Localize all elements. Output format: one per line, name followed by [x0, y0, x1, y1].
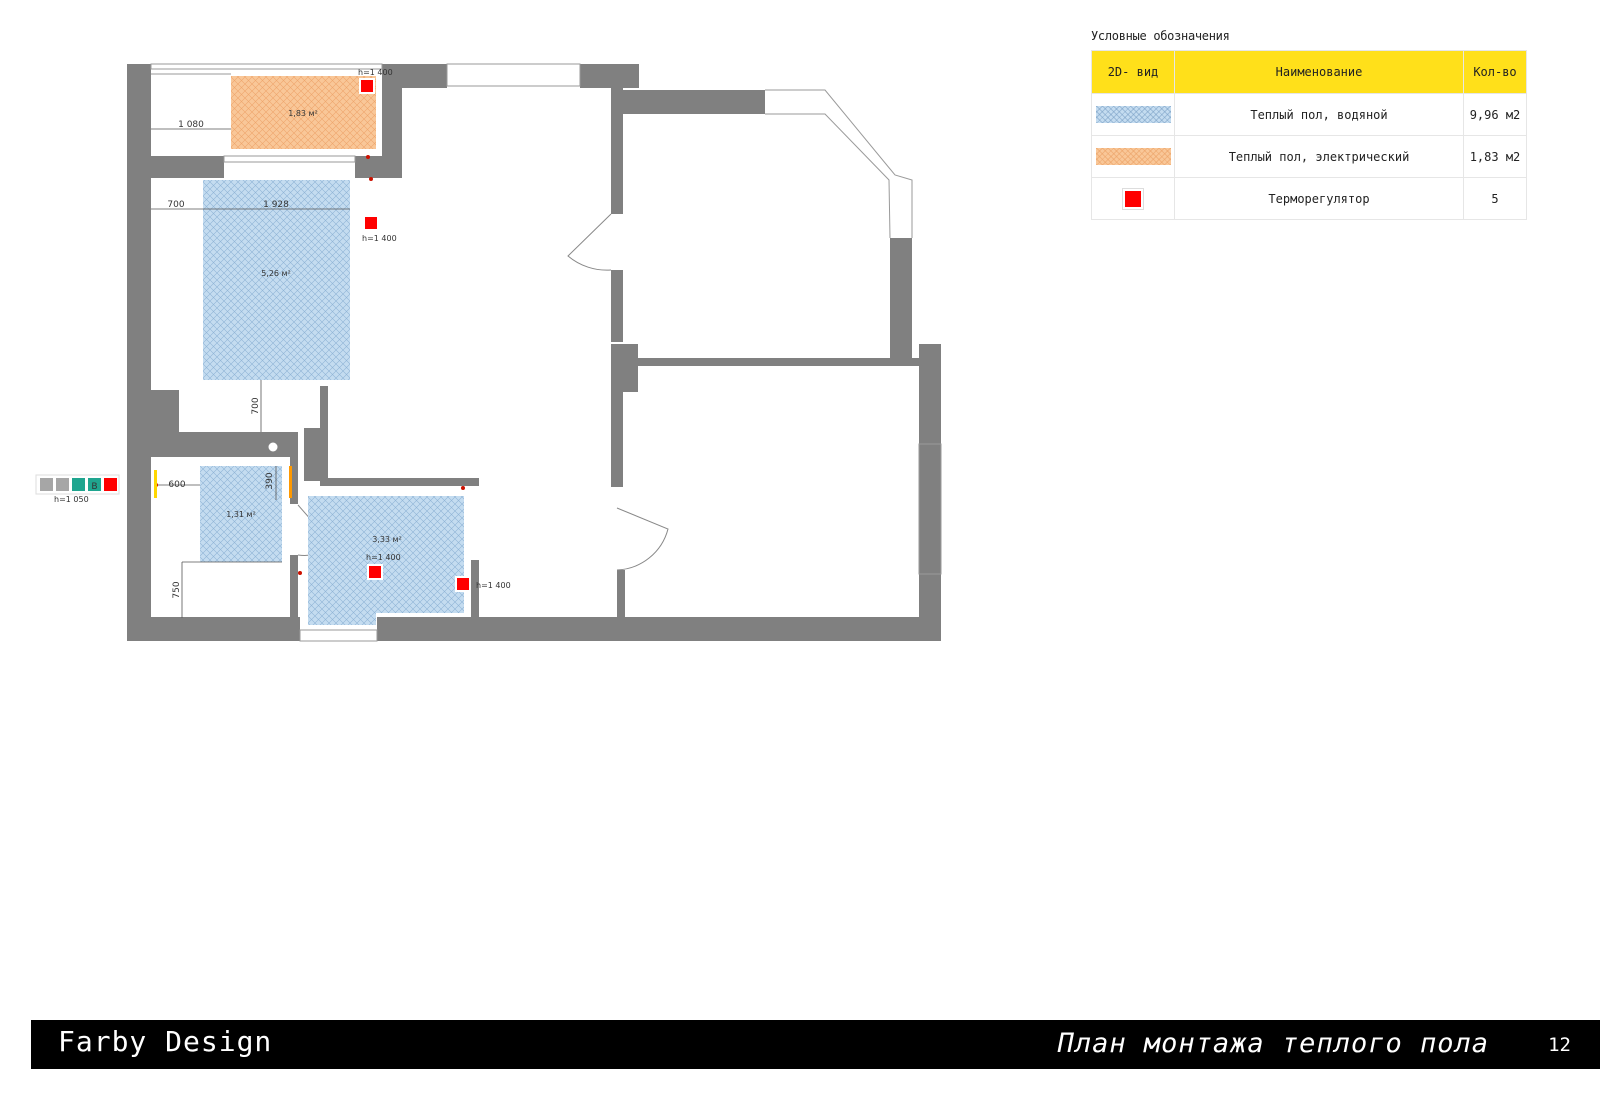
height-label-3: h=1 400 [366, 553, 401, 562]
thermostat-icon [455, 576, 471, 592]
dim-1928: 1 928 [263, 200, 289, 210]
area-label-electric: 1,83 м² [288, 109, 318, 118]
dim-390: 390 [265, 472, 275, 489]
wall-right-upper [890, 238, 912, 363]
electric-floor-zone [231, 76, 376, 149]
legend-swatch-cell [1091, 177, 1175, 220]
legend-name: Терморегулятор [1174, 177, 1464, 220]
dim-1080: 1 080 [178, 120, 204, 130]
wall-shaft [320, 386, 328, 481]
water-floor-zone-small [200, 466, 282, 562]
wall-top-right [580, 64, 639, 88]
dimension-lines [151, 128, 350, 618]
legend-table: 2D- вид Наименование Кол-во Теплый пол, … [1091, 50, 1527, 220]
legend-row: Теплый пол, водяной 9,96 м2 [1091, 93, 1527, 136]
riser-icon [268, 442, 278, 452]
legend-qty: 9,96 м2 [1463, 93, 1527, 136]
socket-letter: B [91, 482, 97, 492]
legend-name: Теплый пол, электрический [1174, 135, 1464, 178]
legend-qty: 1,83 м2 [1463, 135, 1527, 178]
dim-750: 750 [172, 581, 182, 598]
area-label-bath: 3,33 м² [372, 535, 402, 544]
wall-partition-mid [611, 270, 623, 342]
water-floor-zone-bath [308, 496, 464, 625]
dim-700-vertical: 700 [251, 397, 261, 414]
wall-bath-divider [382, 64, 402, 178]
dim-700-top: 700 [167, 200, 184, 210]
wall-bottom-right [377, 617, 940, 641]
water-floor-zone-large [203, 180, 350, 380]
walls [127, 64, 941, 641]
height-label-1: h=1 400 [358, 68, 393, 77]
dim-600: 600 [168, 480, 185, 490]
wall-left [127, 64, 151, 641]
footer-bar: Farby Design План монтажа теплого пола 1… [31, 1020, 1600, 1069]
wall-rooms-divider [636, 358, 919, 366]
thermostats [359, 78, 471, 592]
wall-wc-right-lower [290, 555, 298, 619]
wall-partition-lower [611, 392, 623, 487]
height-label-4: h=1 400 [476, 581, 511, 590]
electric-floor-swatch [1095, 148, 1171, 165]
floor-plan: 1,83 м² 5,26 м² 1,31 м² 3,33 м² 1 080 70… [35, 63, 942, 642]
water-floor-swatch [1095, 106, 1171, 123]
legend-swatch-cell [1091, 93, 1175, 136]
wall-bottom-left [127, 617, 300, 641]
wall-shaft-2 [304, 428, 320, 481]
legend-swatch-cell [1091, 135, 1175, 178]
legend-row: Теплый пол, электрический 1,83 м2 [1091, 135, 1527, 178]
socket-icon [72, 478, 85, 491]
wall-wc-right [290, 432, 298, 504]
thermostat-icon [363, 215, 379, 231]
wall-partition-junction [611, 344, 638, 392]
windows [150, 63, 942, 642]
wall-right [919, 344, 941, 641]
legend-header-row: 2D- вид Наименование Кол-во [1091, 50, 1527, 94]
thermostat-swatch [1125, 190, 1141, 207]
height-label-2: h=1 400 [362, 234, 397, 243]
electric-mark [289, 466, 292, 498]
height-label-panel: h=1 050 [54, 495, 89, 504]
thermostat-icon [359, 78, 375, 94]
sheet-number: 12 [1548, 1034, 1571, 1056]
electric-mark [154, 470, 157, 498]
sheet-title: План монтажа теплого пола [1057, 1028, 1489, 1059]
legend-row: Терморегулятор 5 [1091, 177, 1527, 220]
thermostat-icon [104, 478, 117, 491]
wall-partition-top [611, 84, 623, 214]
wall-pillar [127, 390, 179, 432]
legend-name: Теплый пол, водяной [1174, 93, 1464, 136]
area-label-large: 5,26 м² [261, 269, 291, 278]
wall-corridor-top [151, 156, 224, 178]
legend-header-view: 2D- вид [1091, 50, 1175, 94]
switch-panel: B [35, 474, 120, 495]
wall-top-room [622, 90, 765, 114]
thermostat-icon [367, 564, 383, 580]
switch-icon [40, 478, 53, 491]
wall-bath-top [320, 478, 479, 486]
legend-header-qty: Кол-во [1463, 50, 1527, 94]
legend-title: Условные обозначения [1091, 29, 1230, 43]
legend-qty: 5 [1463, 177, 1527, 220]
wall-corridor-top-right [355, 156, 402, 178]
switch-icon [56, 478, 69, 491]
brand-name: Farby Design [58, 1025, 273, 1058]
socket-b-icon [88, 478, 101, 491]
area-label-small: 1,31 м² [226, 510, 256, 519]
wall-partition-bottom [617, 570, 625, 620]
wall-bath-right [471, 560, 479, 618]
legend-header-name: Наименование [1174, 50, 1464, 94]
